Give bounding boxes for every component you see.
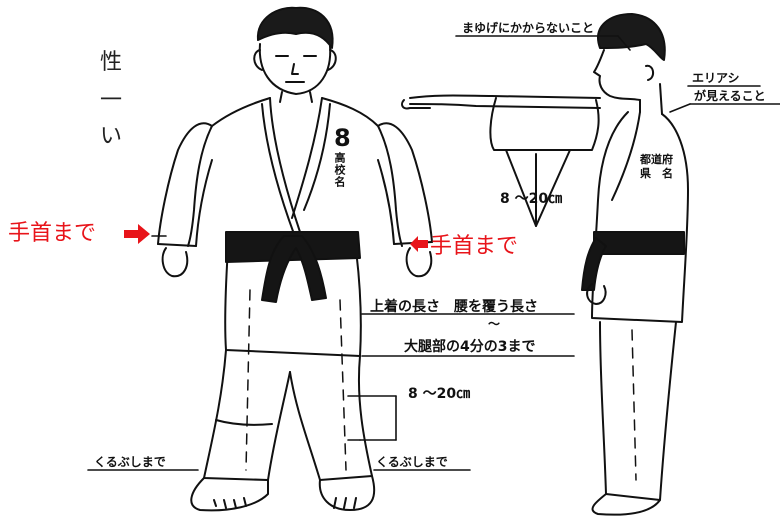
school-name-label: 高校名 bbox=[333, 152, 346, 188]
jacket-length-line1: 上着の長さ 腰を覆う長さ bbox=[370, 299, 538, 315]
side-figure bbox=[401, 13, 689, 516]
cut-text-line2: 一 bbox=[100, 88, 123, 113]
jacket-length-line2: 大腿部の4分の3まで bbox=[404, 339, 536, 355]
cut-text-line3: い bbox=[100, 124, 123, 149]
cut-text-line1: 性 bbox=[100, 50, 123, 75]
jacket-length-tilde: ～ bbox=[488, 317, 501, 331]
ankle-label-left: くるぶしまで bbox=[94, 455, 166, 469]
ankle-label-right: くるぶしまで bbox=[376, 455, 448, 469]
collar-note-line1: エリアシ bbox=[692, 71, 740, 85]
wrist-label-left: 手首まで bbox=[8, 221, 97, 246]
sleeve-gap-label: 8 ～20㎝ bbox=[500, 191, 563, 207]
eyebrow-note: まゆげにかからないこと bbox=[462, 21, 595, 35]
wrist-label-right: 手首まで bbox=[430, 234, 519, 259]
pants-gap-label: 8 ～20㎝ bbox=[408, 386, 471, 402]
prefecture-line2: 県 名 bbox=[640, 167, 673, 180]
wrist-arrows bbox=[124, 224, 428, 252]
school-number: 8 bbox=[334, 124, 351, 152]
front-figure bbox=[157, 6, 433, 512]
collar-note-line2: が見えること bbox=[694, 89, 766, 103]
annotation-lines bbox=[87, 35, 780, 471]
prefecture-line1: 都道府 bbox=[640, 153, 673, 166]
